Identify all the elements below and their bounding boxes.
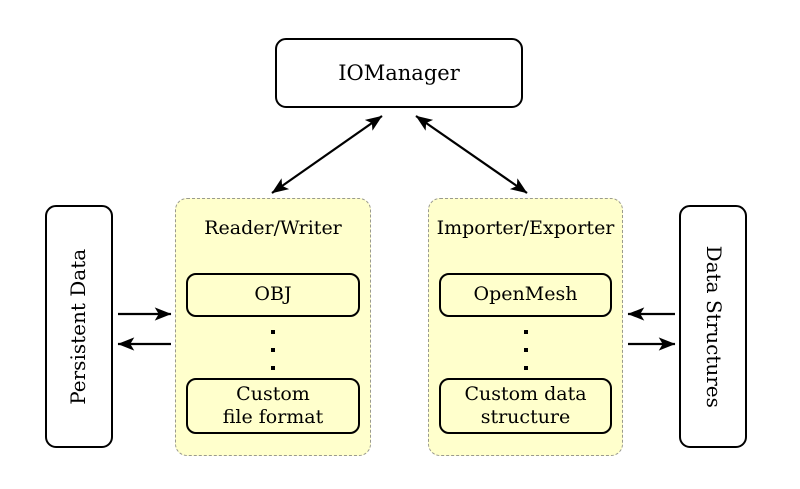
- reader-writer-ellipsis-icon: [176, 330, 370, 370]
- reader-writer-item-obj-label: OBJ: [254, 283, 292, 306]
- importer-exporter-panel[interactable]: Importer/Exporter OpenMesh Custom data s…: [428, 198, 623, 456]
- reader-writer-title: Reader/Writer: [204, 217, 342, 239]
- data-structures-label: Data Structures: [701, 245, 726, 408]
- custom-data-structure-line1: Custom data: [464, 382, 587, 405]
- persistent-data-label: Persistent Data: [66, 248, 91, 405]
- reader-writer-item-custom-file-format-label: Custom file format: [223, 383, 324, 429]
- connection-manager-to-importer-exporter: [415, 115, 528, 194]
- importer-exporter-item-custom-data-structure[interactable]: Custom data structure: [439, 378, 612, 434]
- importer-exporter-item-openmesh-label: OpenMesh: [473, 283, 578, 306]
- data-structures-node[interactable]: Data Structures: [679, 205, 747, 448]
- importer-exporter-item-custom-data-structure-label: Custom data structure: [464, 383, 586, 429]
- persistent-data-node[interactable]: Persistent Data: [45, 205, 113, 448]
- custom-data-structure-line2: structure: [480, 406, 571, 428]
- custom-file-format-line1: Custom: [236, 382, 310, 405]
- iomanager-node[interactable]: IOManager: [275, 38, 523, 108]
- importer-exporter-item-openmesh[interactable]: OpenMesh: [439, 273, 612, 317]
- custom-file-format-line2: file format: [222, 406, 324, 428]
- reader-writer-item-obj[interactable]: OBJ: [186, 273, 360, 317]
- reader-writer-panel[interactable]: Reader/Writer OBJ Custom file format: [175, 198, 371, 456]
- iomanager-label: IOManager: [338, 60, 460, 85]
- connection-manager-to-reader-writer: [271, 115, 383, 194]
- importer-exporter-title: Importer/Exporter: [436, 217, 615, 239]
- importer-exporter-ellipsis-icon: [429, 330, 622, 370]
- reader-writer-item-custom-file-format[interactable]: Custom file format: [186, 378, 360, 434]
